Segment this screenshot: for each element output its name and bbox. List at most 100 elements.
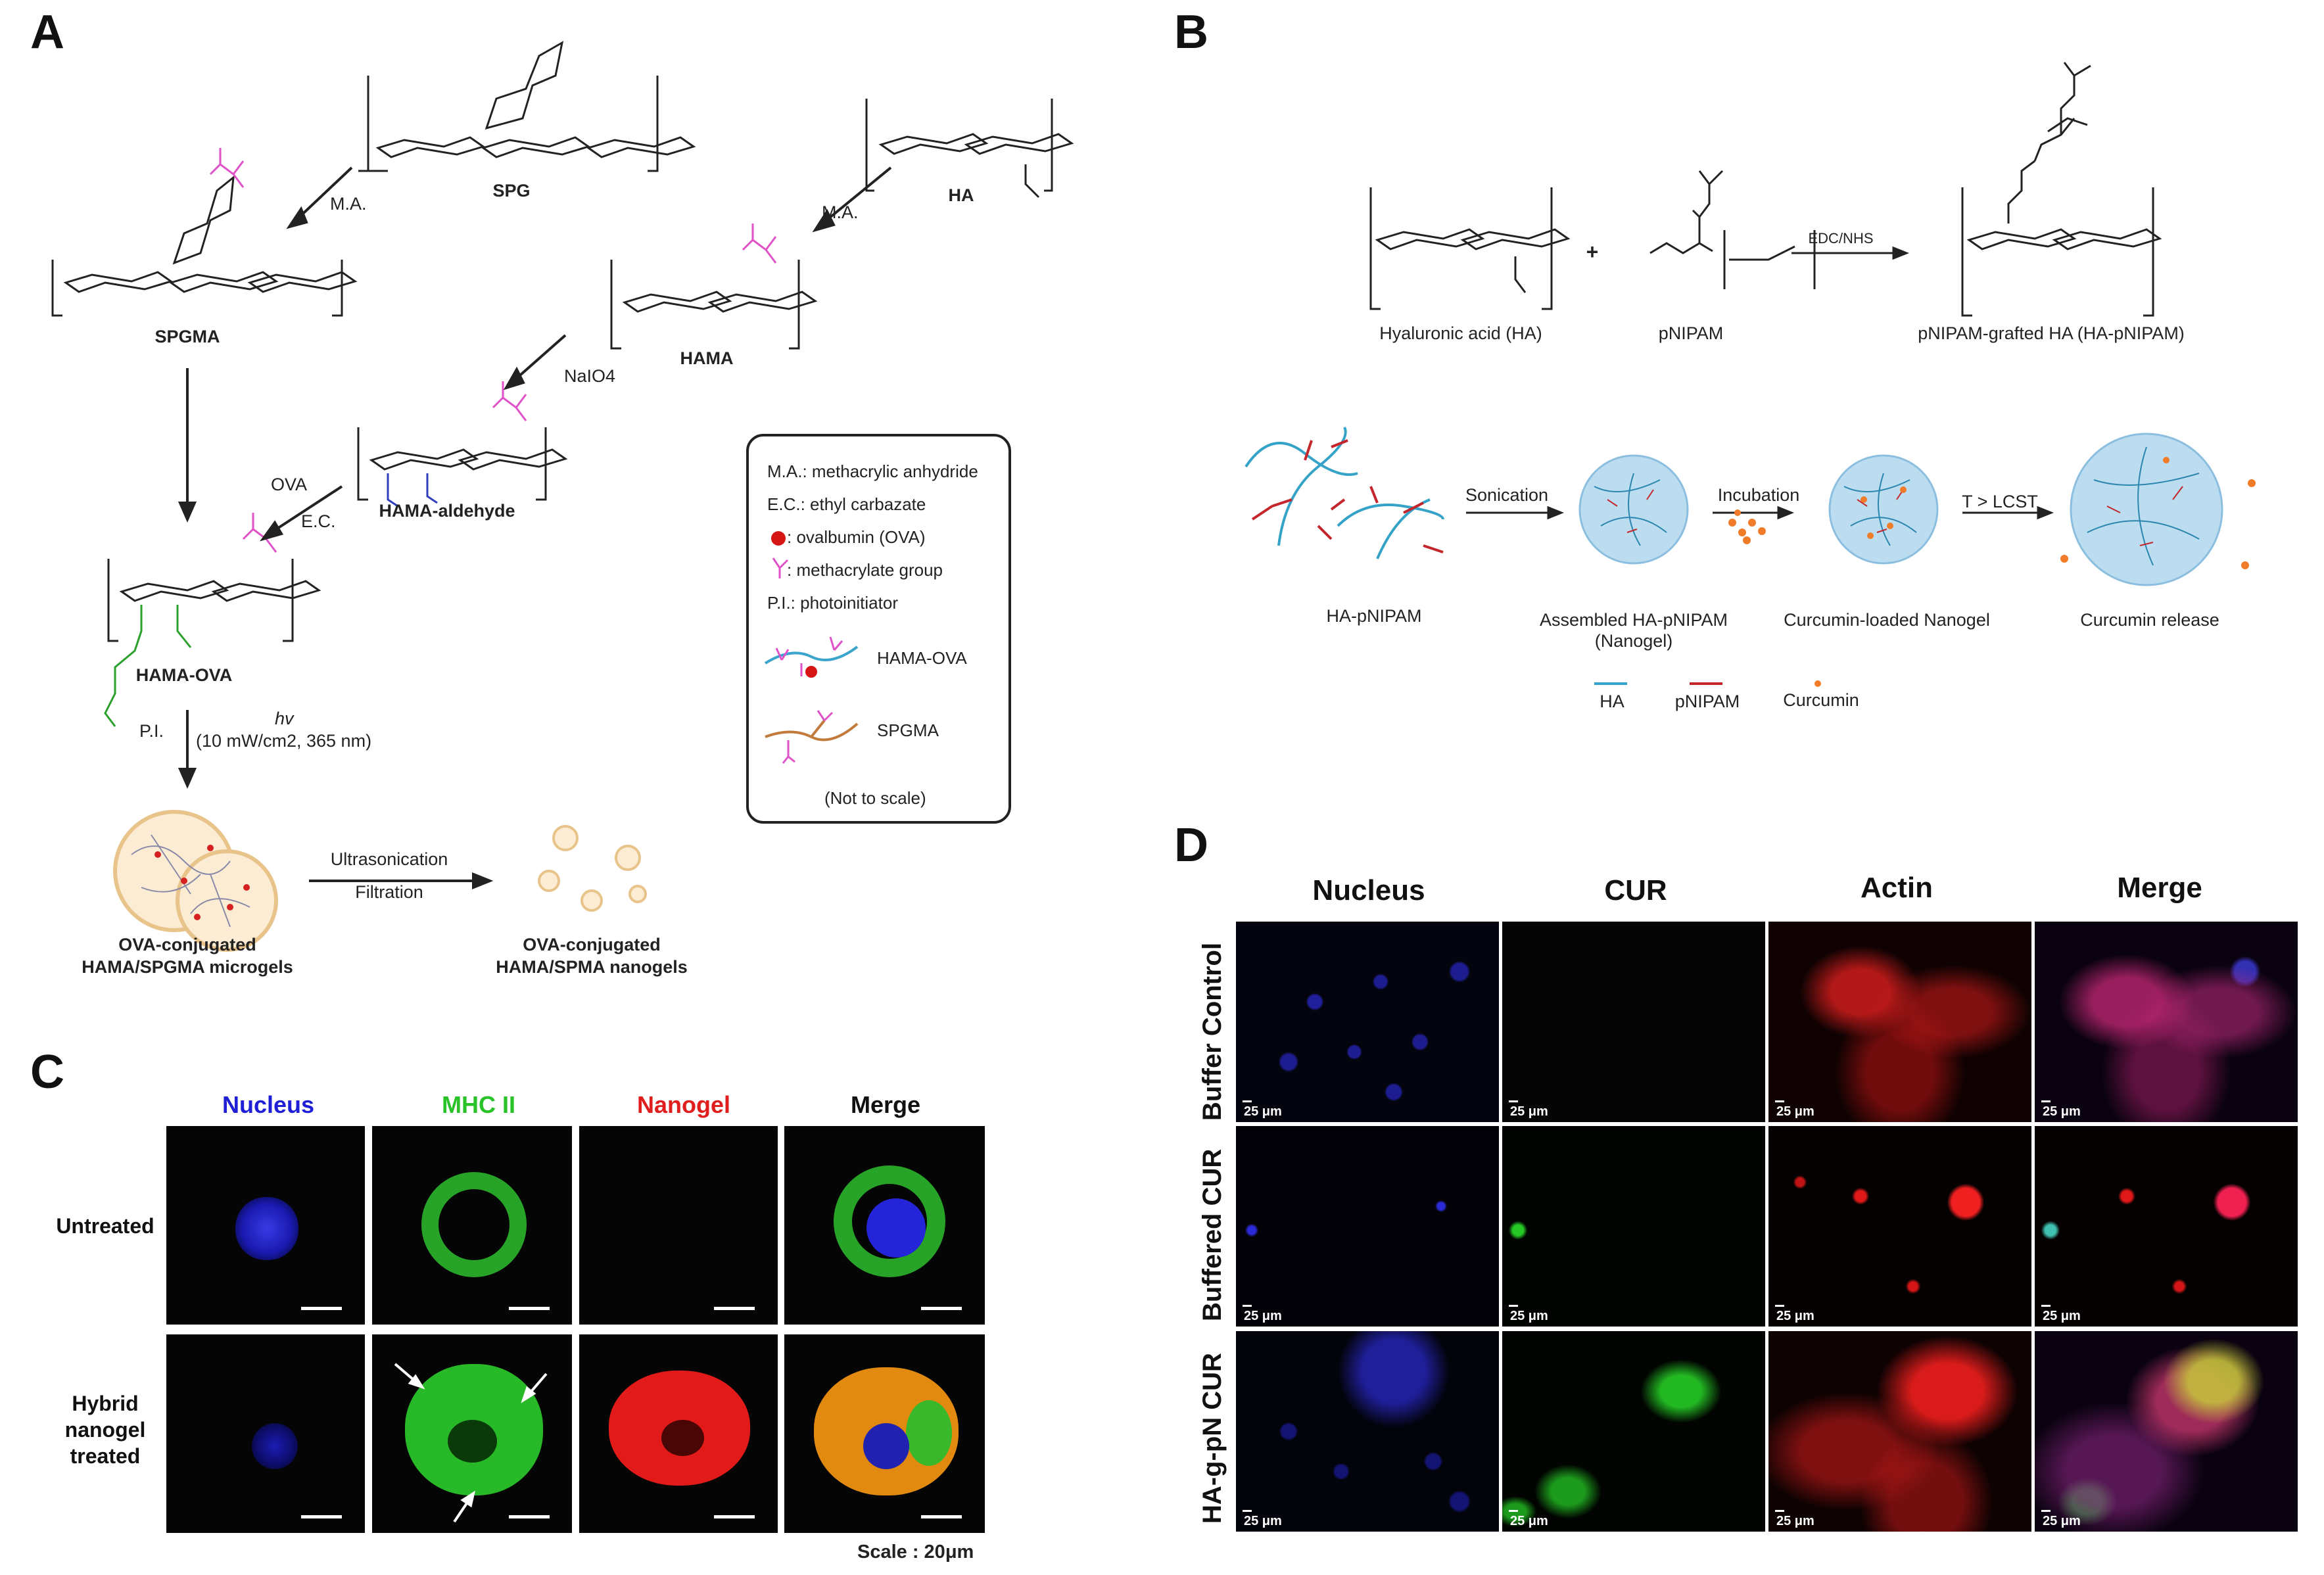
legend-pi: P.I.: photoinitiator [767,593,898,613]
label-state-release: Curcumin release [2080,610,2219,630]
panel-b-letter: B [1174,6,1208,59]
label-lcst: T > LCST [1962,492,2038,511]
hama-methacrylate [742,223,777,264]
mhc-center [448,1420,497,1463]
ha-pnipam-chains [1245,427,1444,559]
label-edc-nhs: EDC/NHS [1808,230,1874,247]
c-scale-caption: Scale : 20μm [857,1541,974,1563]
scale-label: 25 μm [2043,1104,2081,1119]
label-ha: HA [948,185,974,205]
c-untreated-merge-image [784,1126,985,1325]
panel-b-drawing [1245,62,2256,687]
scale-bar [1509,1510,1518,1512]
scale-bar [2041,1305,2051,1307]
spg-structure [358,41,696,172]
scale-label: 25 μm [1776,1104,1814,1119]
nanogels-drawing [538,825,647,912]
panel-a-legend: M.A.: methacrylic anhydride E.C.: ethyl … [746,434,1011,824]
scale-bar [509,1515,550,1518]
nanogel-spheres [1578,433,2256,586]
nanogels-label-1: OVA-conjugated [523,935,661,954]
c-treated-merge-image [784,1334,985,1533]
scale-label: 25 μm [2043,1514,2081,1528]
merge-nucleus [866,1198,926,1258]
ova-dot-icon [771,531,786,546]
scale-label: 25 μm [2043,1309,2081,1323]
scale-bar [1243,1510,1252,1512]
hama-aldehyde-structure [357,427,568,501]
reagent-light: (10 mW/cm2, 365 nm) [196,731,372,751]
header-d-actin: Actin [1861,872,1933,904]
d-hagpn-merge-image: 25 μm [2035,1331,2298,1532]
header-c-merge: Merge [850,1091,921,1118]
header-c-nanogel: Nanogel [636,1091,731,1118]
header-d-merge: Merge [2117,872,2202,904]
scale-bar [1509,1100,1518,1102]
scale-bar [1775,1100,1784,1102]
legend-curcumin: Curcumin [1783,690,1859,710]
label-ha-pnipam-product: pNIPAM-grafted HA (HA-pNIPAM) [1918,323,2185,343]
pnipam-structure [1649,170,1816,289]
hama-ova-structure [107,559,321,642]
scale-bar [1775,1510,1784,1512]
curcumin-cluster [1728,509,1766,544]
scale-label: 25 μm [1510,1514,1548,1528]
scale-bar [1243,1100,1252,1102]
hama-ova-icon [764,636,859,678]
panel-a-structures [51,41,1074,952]
header-c-mhc: MHC II [442,1091,515,1118]
legend-note: (Not to scale) [824,788,926,808]
scale-bar [714,1307,755,1310]
reagent-pi: P.I. [139,721,164,741]
d-buffered-merge-image: 25 μm [2035,1126,2298,1327]
legend-pnipam: pNIPAM [1674,692,1740,711]
label-spg: SPG [492,181,531,200]
c-untreated-mhc-image [372,1126,572,1325]
methacrylate-icon [772,557,789,578]
reagent-hv: hv [275,709,294,728]
legend-ova: : ovalbumin (OVA) [787,527,926,547]
legend-spgma: SPGMA [877,720,939,740]
hama-aldehyde-methacrylate [492,381,527,421]
ha-pnipam-structure [1961,62,2162,317]
legend-methacrylate: : methacrylate group [787,560,943,580]
d-control-merge-image: 25 μm [2035,922,2298,1122]
scale-label: 25 μm [1244,1104,1282,1119]
merge-nucleus [863,1423,909,1469]
c-untreated-nucleus-image [166,1126,365,1325]
panel-c-letter: C [30,1046,64,1098]
c-treated-nanogel-image [579,1334,778,1533]
microgels-label-2: HAMA/SPGMA microgels [82,957,293,977]
scale-bar [301,1515,342,1518]
hydrazone-linkers [104,605,192,727]
d-buffered-cur-image: 25 μm [1502,1126,1765,1327]
nanogel-center [661,1420,704,1456]
scale-label: 25 μm [1510,1309,1548,1323]
reagent-ma-right: M.A. [822,202,859,222]
reagent-ec: E.C. [301,511,336,531]
row-d-ha-g-pn-cur: HA-g-pN CUR [1198,1353,1227,1524]
legend-ha: HA [1600,692,1624,711]
d-control-nucleus-image: 25 μm [1236,922,1499,1122]
scale-bar [2041,1100,2051,1102]
label-pnipam: pNIPAM [1658,323,1724,343]
scale-bar [1243,1305,1252,1307]
microgels-label-1: OVA-conjugated [118,935,256,954]
header-c-nucleus: Nucleus [222,1091,315,1118]
reagent-filtration: Filtration [355,882,423,902]
scale-label: 25 μm [1776,1309,1814,1323]
reaction-arrows [178,166,892,889]
arrow-icon [394,1363,548,1523]
label-state-loaded: Curcumin-loaded Nanogel [1784,610,1990,630]
spgma-structure [51,175,358,317]
hama-structure [610,260,818,350]
header-d-cur: CUR [1604,874,1667,906]
d-buffered-nucleus-image: 25 μm [1236,1126,1499,1327]
d-control-cur-image: 25 μm [1502,922,1765,1122]
mhc-ring [421,1172,527,1277]
scale-bar [1775,1305,1784,1307]
scale-bar [2041,1510,2051,1512]
legend-hama-ova: HAMA-OVA [877,648,967,668]
merge-green [906,1400,952,1466]
scale-bar [1509,1305,1518,1307]
